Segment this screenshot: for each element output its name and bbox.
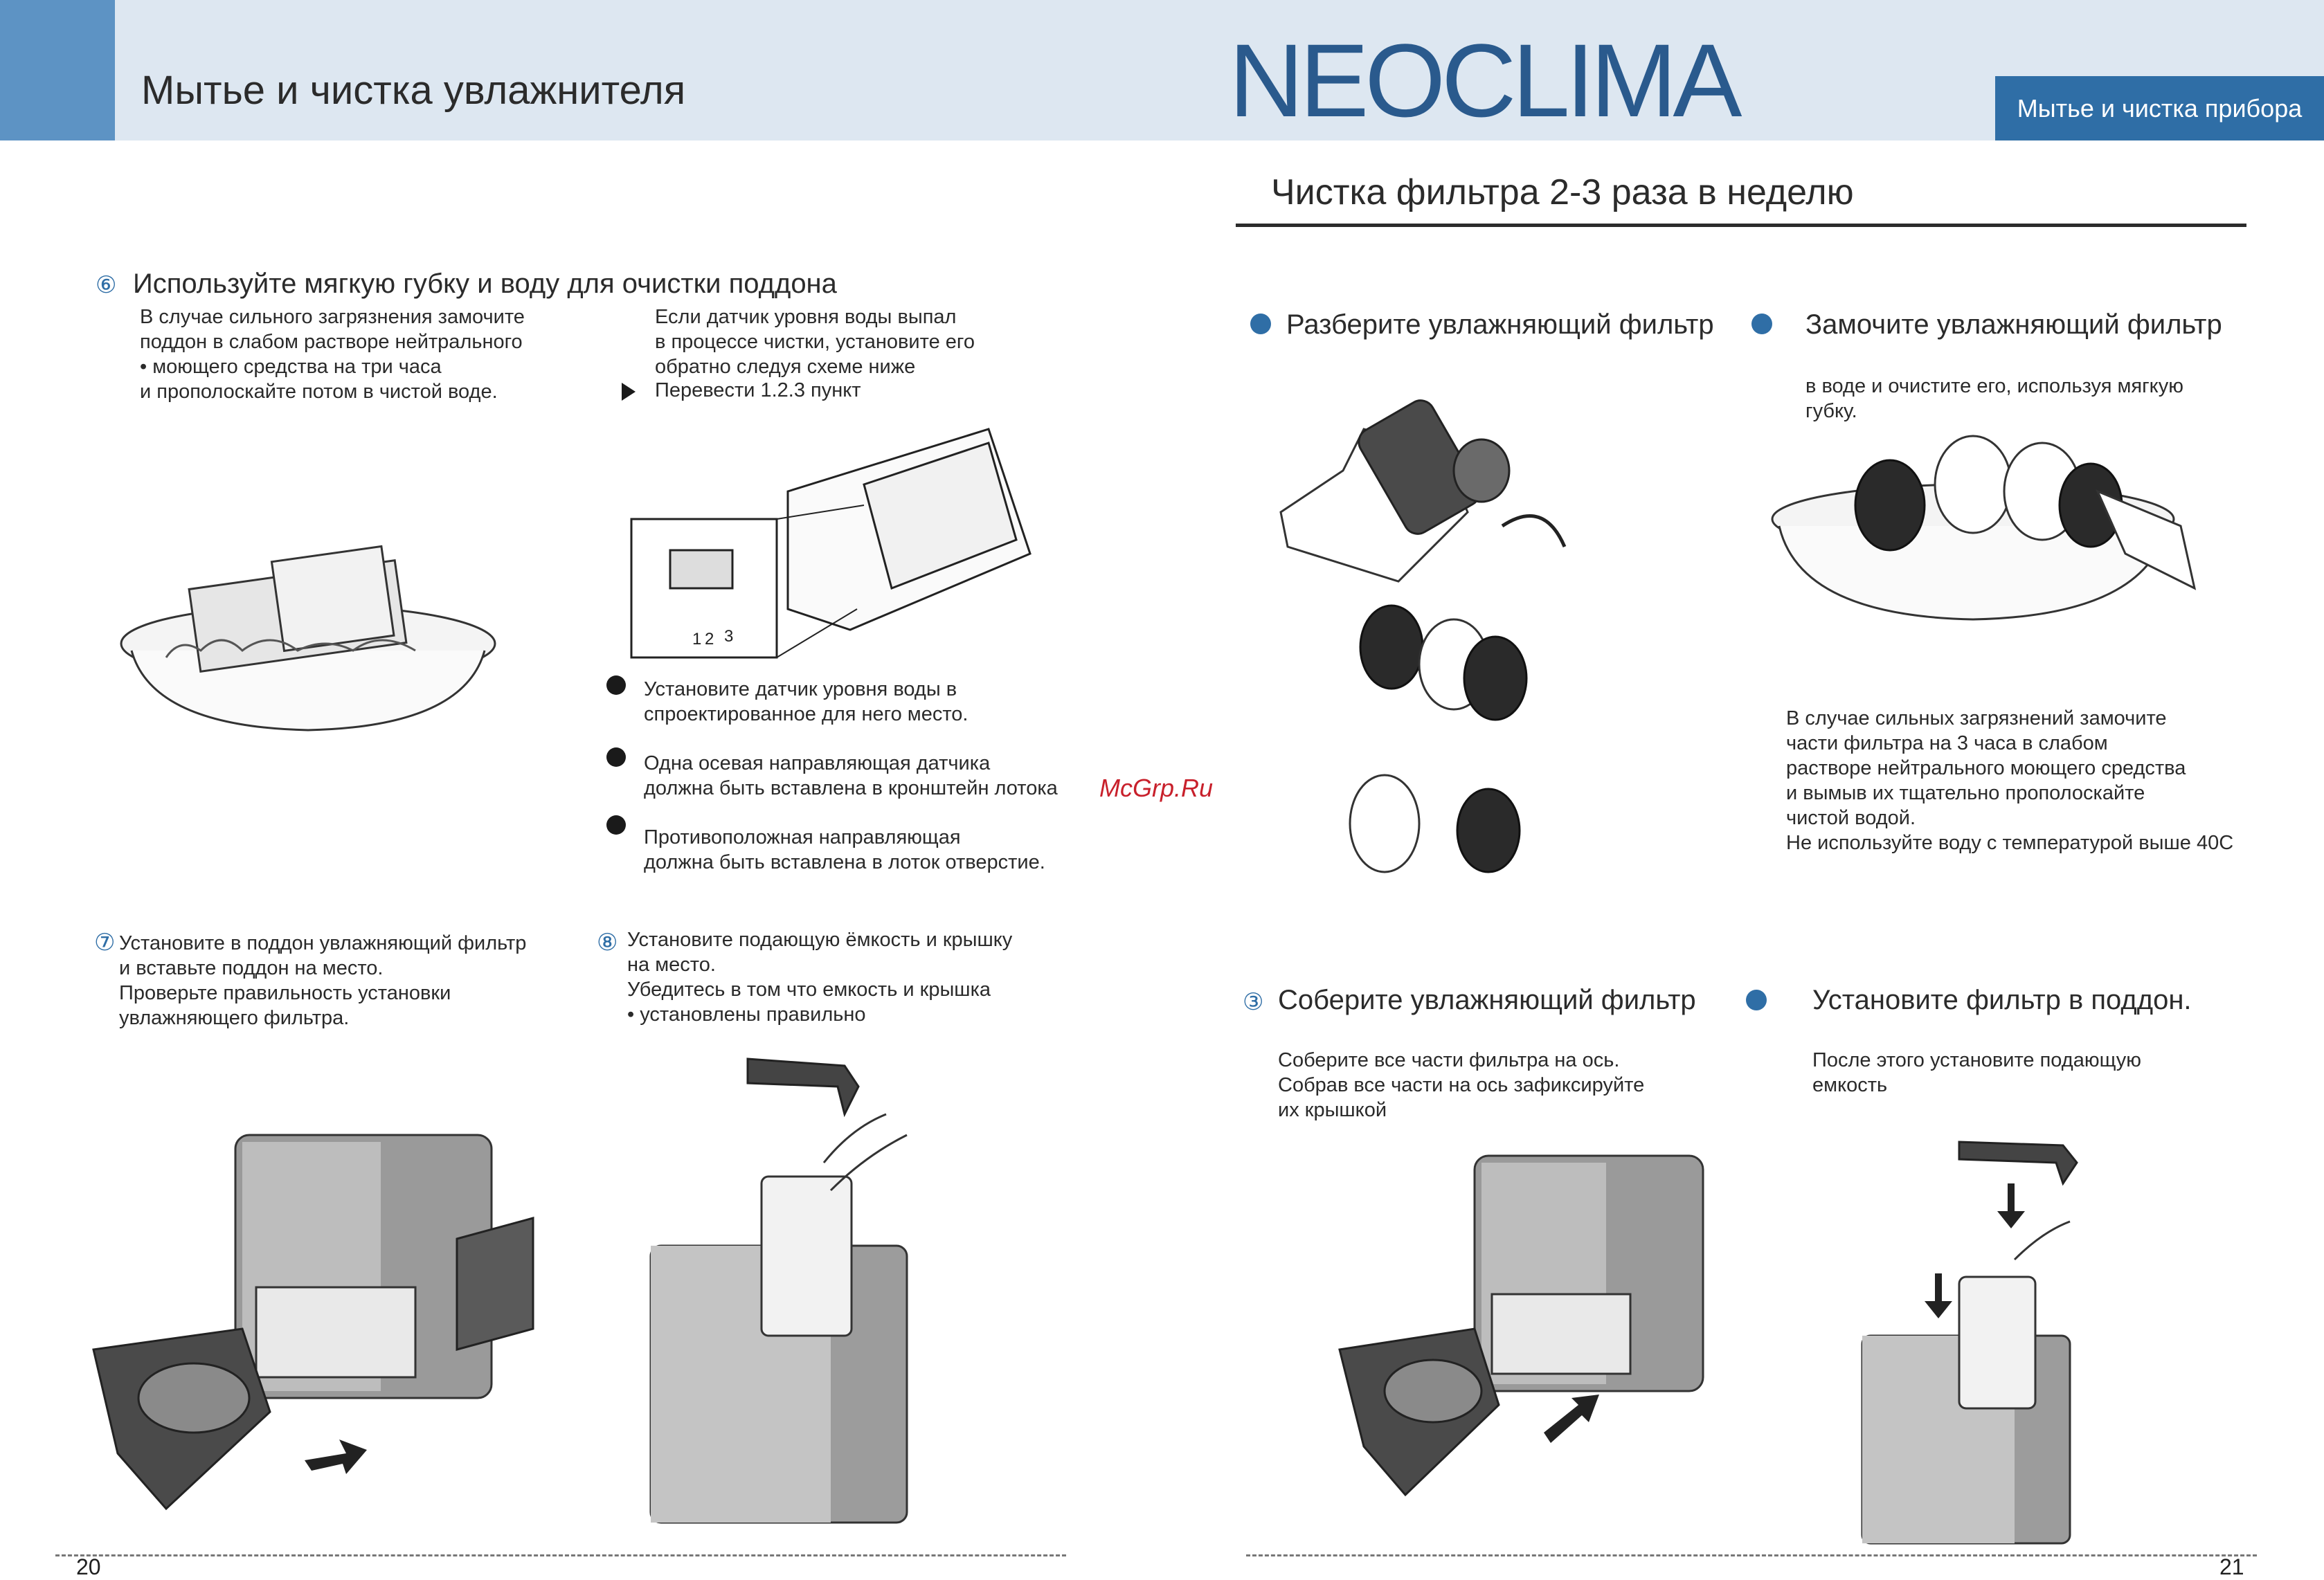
step1-bullet-icon — [1250, 314, 1271, 334]
section-tag: Мытье и чистка прибора — [1995, 76, 2324, 140]
diagram-label-3: 3 — [724, 627, 734, 646]
step8-text: Установите подающую ёмкость и крышку на … — [627, 929, 1013, 1026]
watermark: McGrp.Ru — [1099, 774, 1214, 802]
page-divider-left — [55, 1554, 1066, 1556]
step3-text: Соберите все части фильтра на ось. Собра… — [1278, 1049, 1645, 1121]
subtitle-rule — [1236, 224, 2246, 227]
step6-arrow-note: Перевести 1.2.3 пункт — [655, 379, 861, 401]
step2-warning: В случае сильных загрязнений замочите ча… — [1786, 707, 2234, 854]
humidifier-tank-install-illustration — [649, 1057, 908, 1524]
page-title: Мытье и чистка увлажнителя — [141, 68, 686, 113]
sensor-bullet-3: Противоположная направляющая должна быть… — [644, 826, 1045, 873]
step1-title: Разберите увлажняющий фильтр — [1286, 309, 1714, 340]
diagram-label-2: 2 — [705, 630, 714, 648]
step3-number: ③ — [1243, 989, 1264, 1015]
diagram-label-1: 1 — [692, 630, 702, 648]
step6-number: ⑥ — [96, 272, 117, 298]
step6-title: Используйте мягкую губку и воду для очис… — [133, 269, 837, 299]
page-number-right: 21 — [2219, 1554, 2244, 1579]
step3-title: Соберите увлажняющий фильтр — [1278, 985, 1696, 1015]
step6-text-left: В случае сильного загрязнения замочите п… — [140, 306, 525, 403]
step7-text: Установите в поддон увлажняющий фильтр и… — [119, 932, 527, 1029]
tray-in-basin-illustration — [120, 545, 496, 732]
bullet-icon — [606, 747, 626, 767]
step4-title: Установите фильтр в поддон. — [1812, 985, 2192, 1015]
humidifier-tank-reinstall-illustration — [1861, 1141, 2078, 1545]
bullet-icon — [606, 815, 626, 835]
step2-bullet-icon — [1751, 314, 1772, 334]
header-accent-tab — [0, 0, 115, 140]
humidifier-tray-insert-illustration — [92, 1134, 534, 1511]
step7-number: ⑦ — [94, 929, 116, 956]
filter-disassembly-illustration — [1279, 399, 1567, 873]
filter-soaking-illustration — [1771, 435, 2197, 621]
humidifier-filter-install-illustration — [1338, 1154, 1704, 1497]
right-page-subtitle: Чистка фильтра 2-3 раза в неделю — [1271, 172, 1854, 212]
bullet-icon — [606, 675, 626, 695]
step4-text: После этого установите подающую емкость — [1812, 1049, 2142, 1096]
water-sensor-diagram — [630, 428, 1032, 659]
step2-text: в воде и очистите его, используя мягкую … — [1805, 375, 2183, 422]
page-divider-right — [1246, 1554, 2257, 1556]
step2-title: Замочите увлажняющий фильтр — [1805, 309, 2222, 340]
header-band — [0, 0, 2324, 140]
sensor-bullet-2: Одна осевая направляющая датчика должна … — [644, 752, 1058, 799]
page-number-left: 20 — [76, 1554, 101, 1579]
step4-bullet-icon — [1746, 990, 1767, 1010]
arrow-marker-icon — [622, 383, 636, 401]
brand-logo: NEOCLIMA — [1229, 22, 1742, 138]
sensor-bullet-1: Установите датчик уровня воды в спроекти… — [644, 678, 969, 725]
step8-number: ⑧ — [597, 929, 618, 956]
step6-text-right: Если датчик уровня воды выпал в процессе… — [655, 306, 975, 378]
